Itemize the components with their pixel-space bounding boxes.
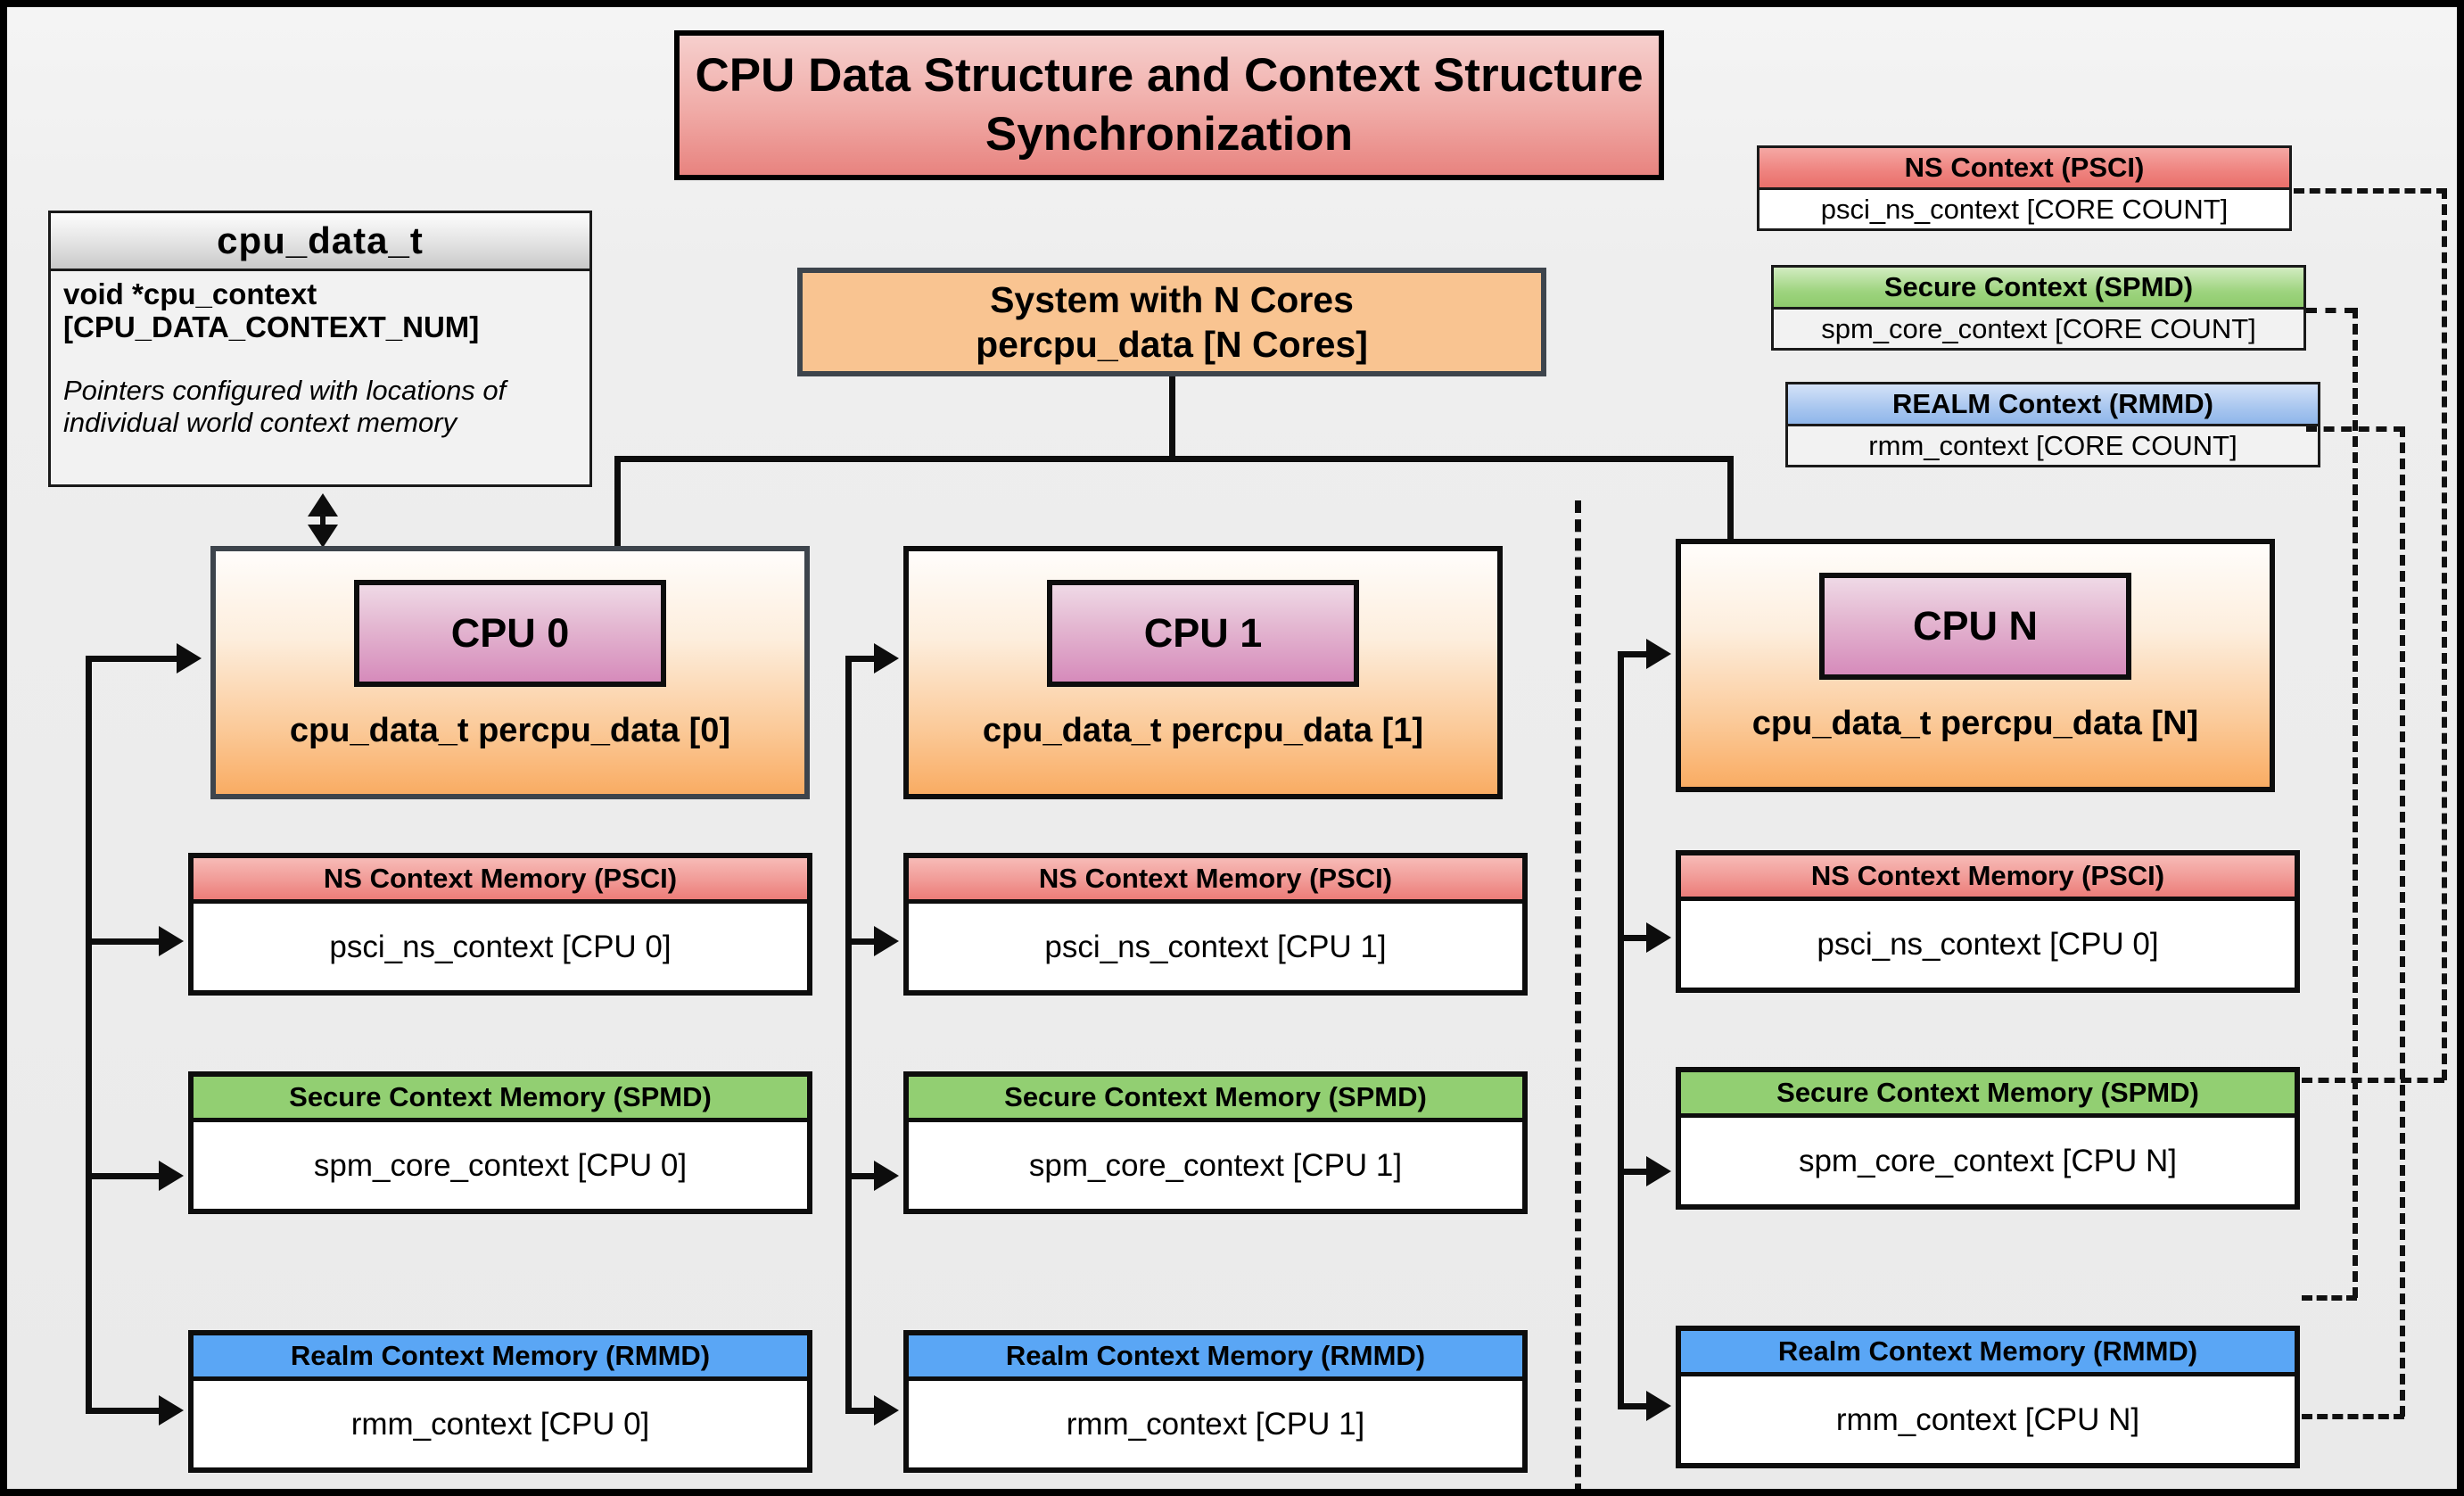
cpu-chip-0: CPU 0 [354, 580, 666, 687]
mem-box-cpun-secure: Secure Context Memory (SPMD) spm_core_co… [1676, 1067, 2300, 1210]
mem-head-cpun-realm: Realm Context Memory (RMMD) [1681, 1331, 2295, 1376]
cpu1-bus-arrow-ns [874, 926, 899, 956]
mem-value-cpu0-ns: psci_ns_context [CPU 0] [329, 929, 672, 964]
mem-head-cpu1-secure: Secure Context Memory (SPMD) [909, 1077, 1522, 1122]
mem-head-cpu0-secure: Secure Context Memory (SPMD) [194, 1077, 807, 1122]
mem-value-cpun-realm: rmm_context [CPU N] [1835, 1401, 2140, 1437]
cpu1-bus-arrow-card [874, 643, 899, 674]
global-context-ns: NS Context (PSCI) psci_ns_context [CORE … [1757, 145, 2292, 231]
cpu0-bus-arrow-ns [159, 926, 184, 956]
system-tree-stem [1169, 376, 1175, 459]
dash-realm-vertical [2400, 426, 2405, 1417]
cpun-bus-arrow-ns [1646, 922, 1671, 953]
mem-box-cpu1-secure: Secure Context Memory (SPMD) spm_core_co… [903, 1071, 1528, 1214]
cpu-data-link-arrow-down [308, 525, 338, 548]
cpu1-bus-branch-ns [845, 938, 881, 945]
cpu-data-link-arrow-up [308, 493, 338, 517]
system-tree-drop-left [614, 456, 621, 549]
cpu0-bus-arrow-realm [159, 1395, 184, 1426]
cpu-data-t-body: void *cpu_context [CPU_DATA_CONTEXT_NUM]… [51, 271, 589, 484]
cpu1-bus-arrow-realm [874, 1395, 899, 1426]
global-context-realm-title: REALM Context (RMMD) [1788, 384, 2318, 426]
cpu1-bus-vertical [845, 656, 852, 1414]
cpu0-bus-branch-card [86, 656, 193, 662]
global-context-ns-value: psci_ns_context [CORE COUNT] [1759, 190, 2289, 228]
cpu-data-t-field: void *cpu_context [CPU_DATA_CONTEXT_NUM] [63, 277, 480, 343]
cpu0-bus-vertical [86, 656, 92, 1414]
mem-box-cpu0-realm: Realm Context Memory (RMMD) rmm_context … [188, 1330, 812, 1473]
global-context-secure-title: Secure Context (SPMD) [1774, 268, 2303, 310]
cpu1-bus-arrow-secure [874, 1161, 899, 1191]
cpu0-bus-branch-ns [86, 938, 171, 945]
mem-value-cpun-secure: spm_core_context [CPU N] [1798, 1143, 2178, 1178]
global-context-secure-value: spm_core_context [CORE COUNT] [1821, 312, 2256, 344]
cpu-data-t-header: cpu_data_t [51, 213, 589, 271]
cpun-bus-branch-ns [1618, 935, 1653, 941]
mem-head-cpu1-ns: NS Context Memory (PSCI) [909, 858, 1522, 904]
cpu1-bus-branch-secure [845, 1173, 881, 1179]
mem-head-cpun-ns: NS Context Memory (PSCI) [1681, 855, 2295, 901]
cpu0-bus-arrow-secure [159, 1161, 184, 1191]
cpu1-bus-branch-realm [845, 1408, 881, 1414]
system-line-2: percpu_data [N Cores] [976, 324, 1368, 365]
cpu-label-n: cpu_data_t percpu_data [N] [1751, 705, 2199, 742]
mem-value-cpu0-secure: spm_core_context [CPU 0] [313, 1147, 688, 1183]
cpu0-bus-branch-secure [86, 1173, 171, 1179]
system-line-1: System with N Cores [990, 278, 1354, 320]
cpu-data-link-dash [320, 514, 326, 530]
system-box-text: System with N Cores percpu_data [N Cores… [976, 277, 1368, 367]
cpu-label-0: cpu_data_t percpu_data [0] [289, 712, 731, 749]
cpu-data-t-note: Pointers configured with locations of in… [63, 374, 507, 439]
dash-secure-vertical [2353, 308, 2358, 1298]
system-box: System with N Cores percpu_data [N Cores… [797, 268, 1546, 376]
cpu-chip-1: CPU 1 [1047, 580, 1359, 687]
mem-value-cpu1-secure: spm_core_context [CPU 1] [1028, 1147, 1403, 1183]
dash-ns-vertical [2442, 188, 2447, 1080]
mem-value-cpu1-realm: rmm_context [CPU 1] [1066, 1406, 1365, 1442]
dash-realm-top [2306, 426, 2404, 432]
mem-box-cpu1-ns: NS Context Memory (PSCI) psci_ns_context… [903, 853, 1528, 996]
global-context-ns-title: NS Context (PSCI) [1759, 148, 2289, 190]
mem-box-cpu0-secure: Secure Context Memory (SPMD) spm_core_co… [188, 1071, 812, 1214]
cpu-card-1: CPU 1 cpu_data_t percpu_data [1] [903, 546, 1503, 799]
mem-head-cpu0-ns: NS Context Memory (PSCI) [194, 858, 807, 904]
cpu-data-t-box: cpu_data_t void *cpu_context [CPU_DATA_C… [48, 211, 592, 487]
mem-value-cpu0-realm: rmm_context [CPU 0] [350, 1406, 650, 1442]
cpun-bus-arrow-card [1646, 639, 1671, 669]
mem-box-cpun-realm: Realm Context Memory (RMMD) rmm_context … [1676, 1326, 2300, 1468]
mem-head-cpu0-realm: Realm Context Memory (RMMD) [194, 1335, 807, 1381]
system-tree-bar [614, 456, 1734, 462]
mem-box-cpun-ns: NS Context Memory (PSCI) psci_ns_context… [1676, 850, 2300, 993]
global-context-realm: REALM Context (RMMD) rmm_context [CORE C… [1785, 382, 2320, 467]
cpun-bus-branch-card [1618, 651, 1653, 657]
global-context-realm-value: rmm_context [CORE COUNT] [1868, 429, 2237, 461]
dash-secure-top [2306, 308, 2355, 313]
cpu-chip-n: CPU N [1819, 573, 2131, 680]
dash-ns-top [2294, 188, 2447, 194]
cpun-bus-arrow-realm [1646, 1391, 1671, 1421]
mem-box-cpu1-realm: Realm Context Memory (RMMD) rmm_context … [903, 1330, 1528, 1473]
cpu-card-0: CPU 0 cpu_data_t percpu_data [0] [210, 546, 810, 799]
column-separator-dashed [1575, 500, 1581, 1489]
dash-realm-bottom [2302, 1414, 2404, 1419]
mem-value-cpu1-ns: psci_ns_context [CPU 1] [1044, 929, 1387, 964]
diagram-title: CPU Data Structure and Context Structure… [674, 30, 1664, 180]
global-context-secure: Secure Context (SPMD) spm_core_context [… [1771, 265, 2306, 351]
cpu0-bus-arrow-card [177, 643, 202, 674]
mem-box-cpu0-ns: NS Context Memory (PSCI) psci_ns_context… [188, 853, 812, 996]
mem-head-cpun-secure: Secure Context Memory (SPMD) [1681, 1072, 2295, 1118]
cpun-bus-arrow-secure [1646, 1156, 1671, 1186]
cpu1-bus-branch-card [845, 656, 881, 662]
dash-ns-bottom [2302, 1078, 2444, 1083]
cpu-card-n: CPU N cpu_data_t percpu_data [N] [1676, 539, 2275, 792]
mem-head-cpu1-realm: Realm Context Memory (RMMD) [909, 1335, 1522, 1381]
cpu0-bus-branch-realm [86, 1408, 171, 1414]
cpu-label-1: cpu_data_t percpu_data [1] [982, 712, 1424, 749]
cpun-bus-branch-realm [1618, 1403, 1653, 1409]
dash-secure-bottom [2302, 1295, 2357, 1301]
mem-value-cpun-ns: psci_ns_context [CPU 0] [1817, 926, 2159, 962]
cpun-bus-branch-secure [1618, 1169, 1653, 1175]
system-tree-drop-right [1727, 456, 1734, 541]
cpun-bus-vertical [1618, 651, 1624, 1409]
